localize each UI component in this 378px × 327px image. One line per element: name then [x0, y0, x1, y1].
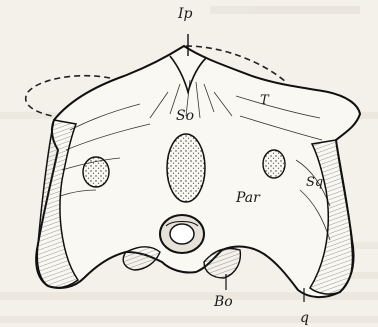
central-stippled-area — [167, 134, 205, 202]
right-stippled-area — [263, 150, 285, 178]
lower-left-condyle — [123, 247, 160, 270]
left-stippled-area — [83, 157, 109, 187]
label-sq: Sq — [306, 175, 323, 190]
label-t: T — [260, 93, 270, 108]
foramen-ring — [160, 215, 204, 253]
label-par: Par — [235, 190, 261, 206]
label-q: q — [300, 310, 309, 326]
label-bo: Bo — [213, 294, 233, 310]
label-ip: Ip — [177, 6, 193, 22]
label-so: So — [176, 108, 194, 124]
